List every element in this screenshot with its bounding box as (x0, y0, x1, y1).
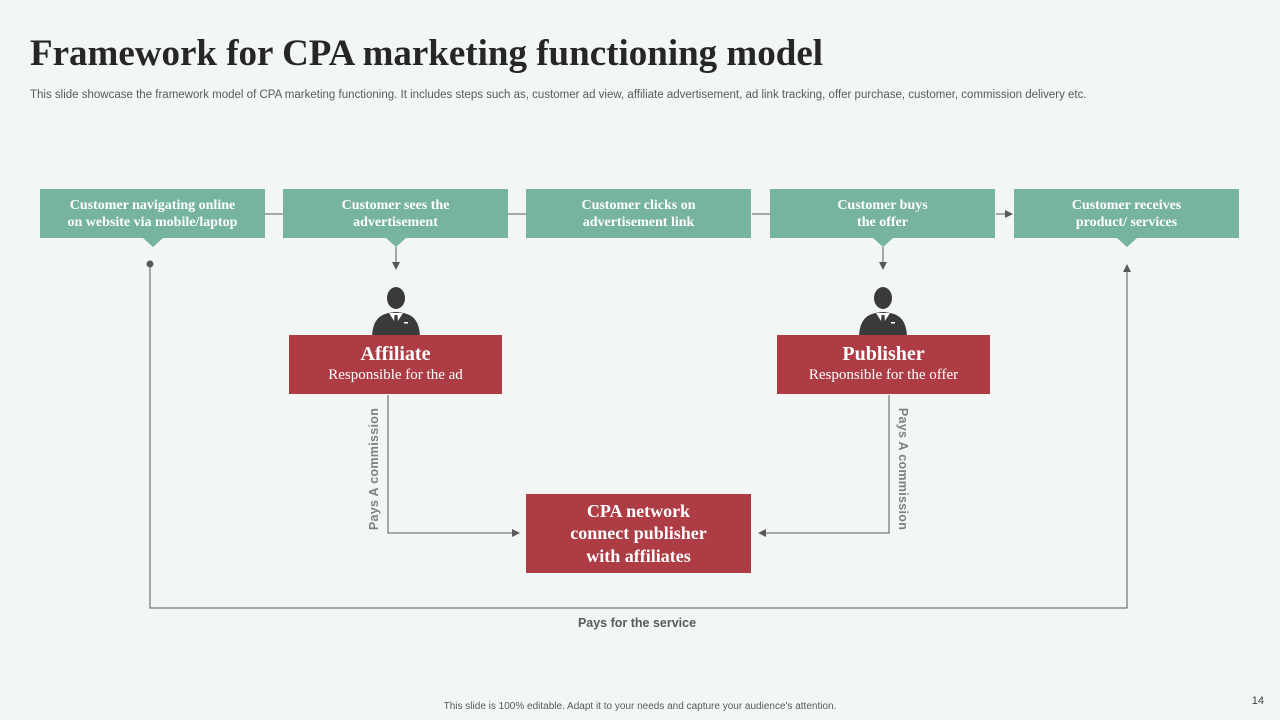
step-customer-receives: Customer receives product/ services (1014, 189, 1239, 247)
affiliate-desc: Responsible for the ad (328, 367, 463, 383)
step-customer-clicks-link: Customer clicks on advertisement link (526, 189, 751, 238)
affiliate-box: Affiliate Responsible for the ad (289, 335, 502, 394)
publisher-desc: Responsible for the offer (808, 367, 959, 383)
step-label: Customer navigating online on website vi… (67, 197, 238, 230)
page-subtitle: This slide showcase the framework model … (30, 89, 1087, 101)
step-label: Customer clicks on advertisement link (581, 197, 696, 230)
publisher-box: Publisher Responsible for the offer (777, 335, 990, 394)
arrow-affiliate-to-network (387, 395, 520, 537)
step-label: Customer sees the advertisement (341, 197, 450, 230)
step-customer-buys: Customer buys the offer (770, 189, 995, 247)
affiliate-name: Affiliate (360, 343, 431, 365)
publisher-commission-label: Pays A commission (896, 407, 910, 531)
cpa-network-label: CPA network connect publisher with affil… (570, 500, 707, 566)
footer-note: This slide is 100% editable. Adapt it to… (443, 701, 837, 712)
businessman-icon (372, 287, 420, 336)
page-title: Framework for CPA marketing functioning … (30, 33, 824, 74)
step-label: Customer buys the offer (837, 197, 928, 230)
page-number: 14 (1251, 695, 1264, 707)
affiliate-commission-label: Pays A commission (367, 407, 381, 531)
loop-start-dot (146, 260, 154, 268)
publisher-name: Publisher (842, 343, 925, 365)
step-customer-sees-ad: Customer sees the advertisement (283, 189, 508, 247)
arrow-pays-service (149, 264, 1131, 609)
businessman-icon (859, 287, 907, 336)
step-customer-navigating: Customer navigating online on website vi… (40, 189, 265, 247)
step-label: Customer receives product/ services (1071, 197, 1182, 230)
arrow-publisher-to-network (758, 395, 890, 537)
pays-service-label: Pays for the service (577, 616, 697, 630)
cpa-network-box: CPA network connect publisher with affil… (526, 494, 751, 573)
